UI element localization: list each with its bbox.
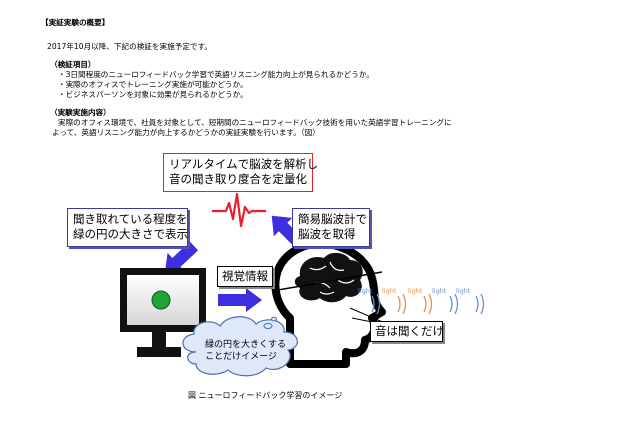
sound-wave-icon — [371, 293, 485, 315]
display-line: 緑の円の大きさで表示 — [73, 227, 188, 241]
display-box: 聞き取れている程度を 緑の円の大きさで表示 — [67, 208, 188, 247]
light-label: light — [382, 287, 397, 295]
sound-label: 音は聞くだけ — [370, 321, 444, 342]
display-line: 聞き取れている程度を — [73, 212, 188, 226]
brainwave-icon — [212, 192, 266, 228]
content-title: （実験実施内容） — [50, 108, 111, 117]
light-label: light — [432, 287, 447, 295]
content-line: 実際のオフィス環境で、社員を対象として、短期間のニューロフィードバック技術を用い… — [58, 118, 452, 127]
arrow-right-icon — [218, 288, 262, 312]
light-label: light — [456, 287, 471, 295]
heading: 【実証実験の概要】 — [41, 18, 110, 27]
cloud-text: 緑の円を大きくする ことだけイメージ — [205, 339, 287, 363]
cloud-line: 緑の円を大きくする — [205, 340, 287, 350]
verification-title: （検証項目） — [50, 60, 96, 69]
verification-item: ・実際のオフィスでトレーニング実施が可能かどうか。 — [58, 80, 248, 89]
verification-item: ・3日間程度のニューロフィードバック学習で英語リスニング能力向上が見られるかどう… — [58, 70, 374, 79]
light-label: light — [358, 287, 373, 295]
thought-cloud-icon — [182, 316, 298, 377]
light-label: light — [408, 287, 423, 295]
content-line: よって、英語リスニング能力が向上するかどうかの実証実験を行います。（図） — [52, 128, 320, 137]
eeg-line: 脳波を取得 — [298, 227, 356, 241]
realtime-analysis-line: 音の聞き取り度合を定量化 — [169, 172, 307, 186]
head-icon — [271, 239, 393, 368]
eeg-box: 簡易脳波計で 脳波を取得 — [292, 208, 370, 247]
cloud-line: ことだけイメージ — [205, 352, 277, 362]
realtime-analysis-line: リアルタイムで脳波を解析し — [169, 157, 319, 171]
visual-info-label: 視覚情報 — [217, 266, 273, 287]
realtime-analysis-box: リアルタイムで脳波を解析し 音の聞き取り度合を定量化 — [163, 153, 319, 192]
intro-text: 2017年10月以降、下記の検証を実施予定です。 — [47, 42, 212, 51]
monitor-icon — [120, 268, 206, 357]
arrow-down-left-icon — [164, 241, 199, 274]
eeg-line: 簡易脳波計で — [298, 212, 367, 226]
verification-item: ・ビジネスパーソンを対象に効果が見られるかどうか。 — [58, 90, 248, 99]
figure-caption: 図 ニューロフィードバック学習のイメージ — [188, 391, 343, 400]
